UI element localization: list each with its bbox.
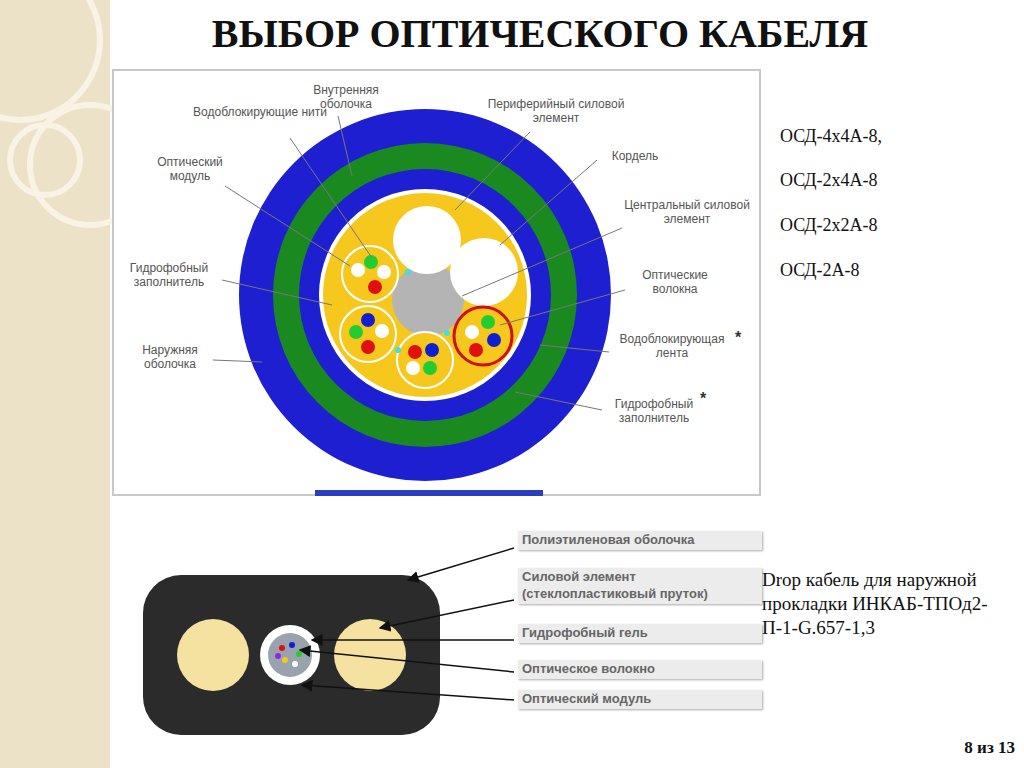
cable-description: Drop кабель для наружной прокладки ИНКАБ… <box>762 568 1014 639</box>
part-label-bar: Гидрофобный гель <box>518 624 762 643</box>
part-label: Водоблокирующая лента <box>609 333 735 361</box>
part-label-bar: Оптический модуль <box>518 690 762 709</box>
page-number: 8 из 13 <box>935 738 1015 758</box>
part-label: Гидрофобный заполнитель <box>602 398 706 426</box>
footnote-mark: * <box>735 329 747 347</box>
part-label: Оптические волокна <box>625 269 725 297</box>
part-label: Центральный силовой элемент <box>622 199 752 227</box>
frame-edge <box>315 490 543 496</box>
cable-mark: ОСД-2А-8 <box>780 260 980 282</box>
part-label: Водоблокирующие нити <box>190 106 330 120</box>
part-label: Наружняя оболочка <box>126 344 214 372</box>
cable-section <box>239 109 611 481</box>
footnote-mark: * <box>700 390 712 408</box>
part-label: Кордель <box>600 150 670 164</box>
part-label-bar: Оптическое волокно <box>518 660 762 679</box>
leader-lines <box>213 116 625 410</box>
cable-mark: ОСД-2х2А-8 <box>780 215 980 237</box>
part-label: Оптический модуль <box>140 156 240 184</box>
slide-title: ВЫБОР ОПТИЧЕСКОГО КАБЕЛЯ <box>110 10 970 57</box>
drop-cable <box>143 575 440 735</box>
part-label: Гидрофобный заполнитель <box>116 262 222 290</box>
part-label: Периферийный силовой элемент <box>486 98 626 126</box>
cable-mark: ОСД-2х4А-8 <box>780 170 980 192</box>
cable-mark: ОСД-4х4А-8, <box>780 126 980 148</box>
part-label-bar: Силовой элемент (стеклопластиковый пруто… <box>518 568 762 604</box>
part-label-bar: Полиэтиленовая оболочка <box>518 531 762 550</box>
figure-frame <box>113 70 760 495</box>
drop-arrows <box>300 548 514 700</box>
